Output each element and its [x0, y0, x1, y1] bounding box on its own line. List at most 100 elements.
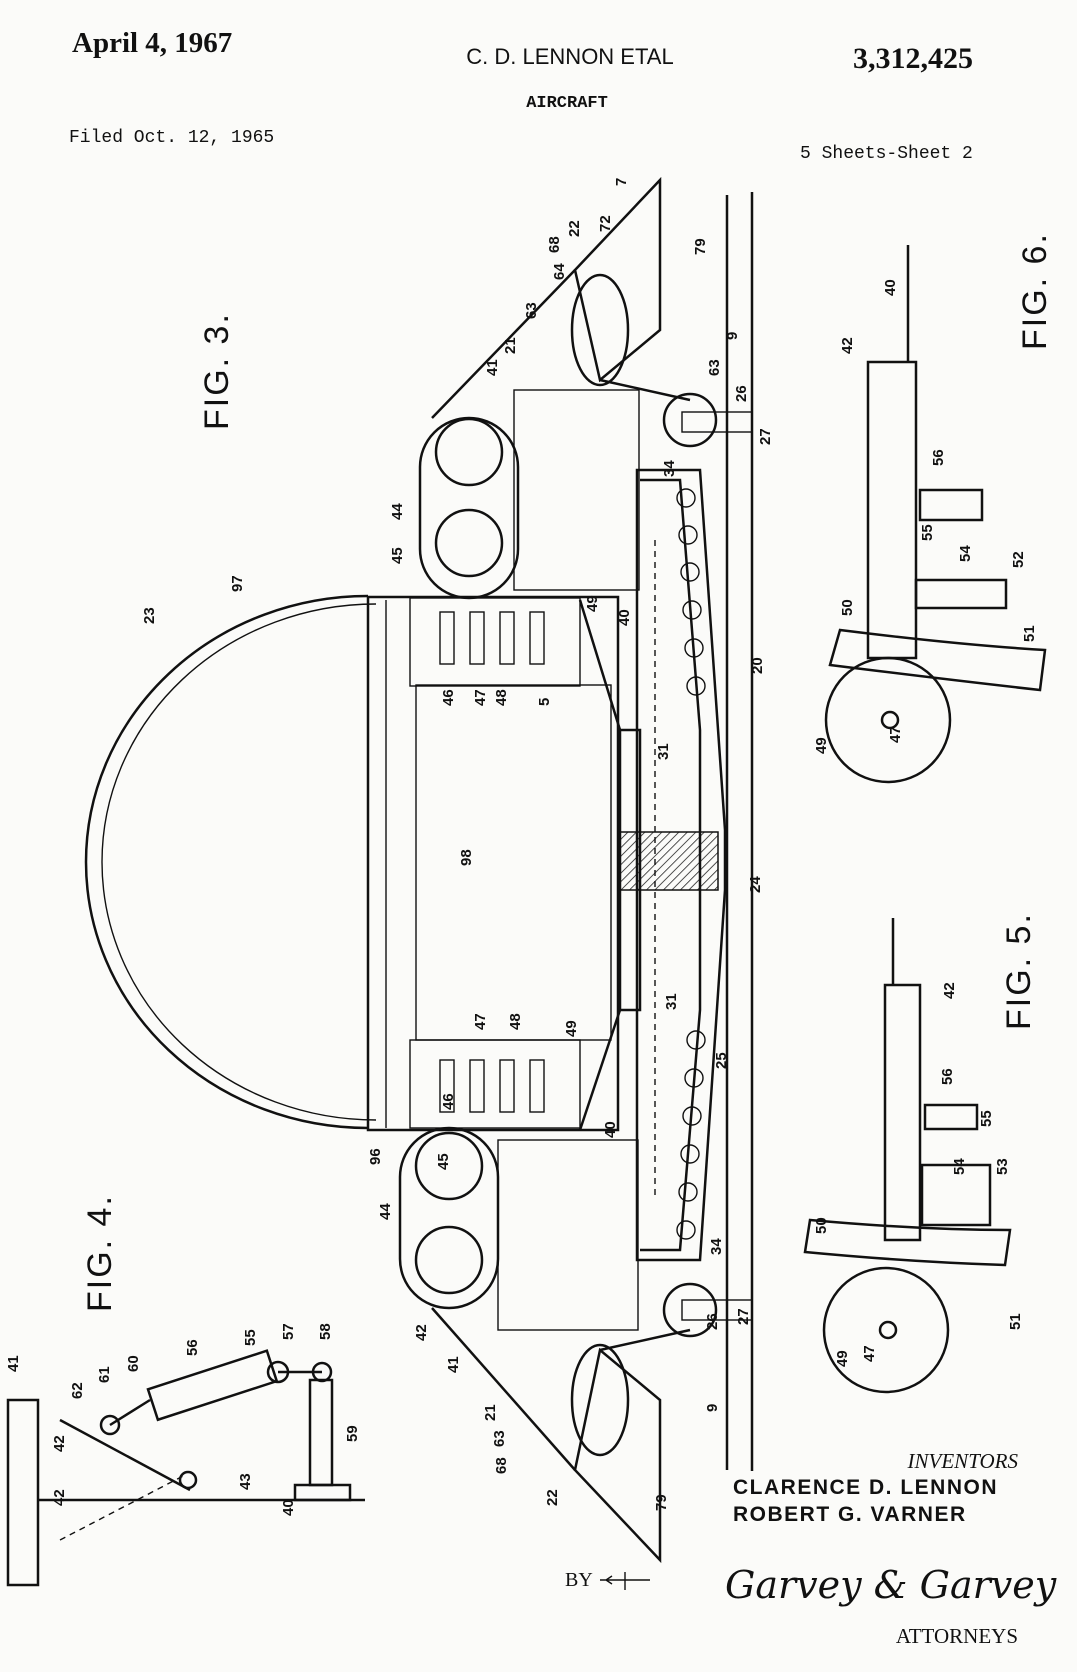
ref-numeral: 40: [616, 609, 633, 626]
ref-numeral: 54: [951, 1158, 968, 1175]
fig4-label: FIG. 4.: [81, 1194, 119, 1312]
ref-numeral: 24: [747, 876, 764, 893]
patent-date: April 4, 1967: [72, 27, 232, 59]
ref-numeral: 57: [280, 1323, 297, 1340]
fig5-numerals: 42 56 55 53 54 50 51 49 47: [813, 982, 1024, 1367]
ref-numeral: 48: [507, 1013, 524, 1030]
ref-numeral: 50: [813, 1217, 830, 1234]
ref-numeral: 60: [125, 1355, 142, 1372]
ref-numeral: 56: [930, 449, 947, 466]
ref-numeral: 22: [544, 1489, 561, 1506]
fig3-numerals: 23 97 44 45 46 47 48 5 40 20 31 98 24 25…: [141, 178, 774, 1511]
ref-numeral: 49: [563, 1020, 580, 1037]
ref-numeral: 40: [882, 279, 899, 296]
ref-numeral: 40: [602, 1121, 619, 1138]
inventors-label: INVENTORS: [907, 1449, 1019, 1473]
center-pivot: [617, 831, 719, 891]
by-label: BY: [565, 1569, 593, 1591]
ref-numeral: 42: [51, 1435, 68, 1452]
ref-numeral: 49: [813, 737, 830, 754]
ref-numeral: 45: [389, 547, 406, 564]
ref-numeral: 51: [1021, 625, 1038, 642]
ref-numeral: 48: [493, 689, 510, 706]
filed-date: Filed Oct. 12, 1965: [69, 128, 274, 148]
ref-numeral: 9: [704, 1404, 721, 1412]
ref-numeral: 27: [735, 1308, 752, 1325]
ref-numeral: 96: [367, 1148, 384, 1165]
fig6-numerals: 40 42 56 55 54 52 50 51 49 47: [813, 279, 1038, 754]
ref-numeral: 44: [389, 503, 406, 520]
ref-numeral: 40: [280, 1499, 297, 1516]
ref-numeral: 47: [472, 689, 489, 706]
fig6-drawing: [824, 245, 1047, 784]
ref-numeral: 42: [413, 1324, 430, 1341]
ref-numeral: 9: [724, 332, 741, 340]
patent-title: AIRCRAFT: [526, 94, 608, 113]
ref-numeral: 64: [551, 263, 568, 280]
ref-numeral: 25: [713, 1052, 730, 1069]
ref-numeral: 58: [317, 1323, 334, 1340]
ref-numeral: 55: [242, 1329, 259, 1346]
fig5-label: FIG. 5.: [1000, 912, 1038, 1030]
ref-numeral: 55: [978, 1110, 995, 1127]
ref-numeral: 50: [839, 599, 856, 616]
fig4-numerals: 41 42 62 61 60 56 55 57 58 59 43 40 42: [5, 1323, 361, 1516]
ref-numeral: 44: [377, 1203, 394, 1220]
ref-numeral: 72: [597, 215, 614, 232]
ref-numeral: 54: [957, 545, 974, 562]
ref-numeral: 52: [1010, 551, 1027, 568]
ref-numeral: 61: [96, 1366, 113, 1383]
ref-numeral: 62: [69, 1382, 86, 1399]
ref-numeral: 26: [704, 1313, 721, 1330]
fig6-label: FIG. 6.: [1016, 232, 1054, 350]
ref-numeral: 7: [613, 178, 630, 186]
ref-numeral: 34: [661, 460, 678, 477]
ref-numeral: 31: [663, 993, 680, 1010]
ref-numeral: 47: [472, 1013, 489, 1030]
ref-numeral: 63: [706, 359, 723, 376]
ref-numeral: 98: [458, 849, 475, 866]
ref-numeral: 47: [861, 1345, 878, 1362]
ref-numeral: 20: [749, 657, 766, 674]
ref-numeral: 42: [51, 1489, 68, 1506]
sheet-number: 5 Sheets-Sheet 2: [800, 144, 973, 164]
ref-numeral: 41: [445, 1356, 462, 1373]
ref-numeral: 51: [1007, 1313, 1024, 1330]
attorneys-label: ATTORNEYS: [896, 1624, 1018, 1648]
ref-numeral: 22: [566, 220, 583, 237]
attorney-signature: Garvey & Garvey: [725, 1563, 1057, 1607]
fig3-drawing: [84, 176, 754, 1564]
inventor-2: ROBERT G. VARNER: [733, 1503, 967, 1526]
ref-numeral: 43: [237, 1473, 254, 1490]
ref-numeral: 49: [834, 1350, 851, 1367]
ref-numeral: 68: [493, 1457, 510, 1474]
by-mark: [600, 1572, 650, 1590]
ref-numeral: 31: [655, 743, 672, 760]
ref-numeral: 56: [184, 1339, 201, 1356]
fig5-drawing: [803, 918, 1012, 1394]
ref-numeral: 53: [994, 1158, 1011, 1175]
ref-numeral: 42: [839, 337, 856, 354]
dome-canopy: [84, 594, 369, 1130]
ref-numeral: 97: [229, 575, 246, 592]
ref-numeral: 27: [757, 428, 774, 445]
ref-numeral: 23: [141, 607, 158, 624]
ref-numeral: 59: [344, 1425, 361, 1442]
ref-numeral: 55: [919, 524, 936, 541]
ref-numeral: 46: [440, 689, 457, 706]
ref-numeral: 68: [546, 236, 563, 253]
patent-number: 3,312,425: [853, 42, 973, 75]
fig4-drawing: [6, 1349, 365, 1587]
ref-numeral: 45: [435, 1153, 452, 1170]
ref-numeral: 63: [523, 302, 540, 319]
ref-numeral: 41: [484, 359, 501, 376]
ref-numeral: 5: [536, 698, 553, 706]
ref-numeral: 21: [482, 1404, 499, 1421]
ref-numeral: 79: [653, 1494, 670, 1511]
ref-numeral: 63: [491, 1430, 508, 1447]
ref-numeral: 21: [502, 337, 519, 354]
ref-numeral: 56: [939, 1068, 956, 1085]
inventor-short: C. D. LENNON ETAL: [466, 44, 673, 69]
ref-numeral: 47: [887, 726, 904, 743]
fig3-label: FIG. 3.: [198, 312, 236, 430]
